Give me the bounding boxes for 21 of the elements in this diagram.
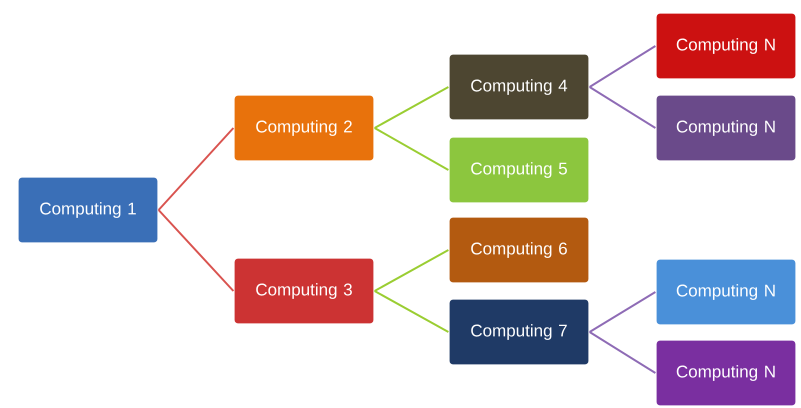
connector-line — [374, 290, 449, 333]
connector-line — [374, 86, 449, 129]
connector-line — [374, 249, 449, 292]
process-box: Computing 6 — [448, 216, 590, 284]
process-box: Computing N — [655, 12, 797, 80]
process-box: Computing 5 — [448, 136, 590, 204]
process-box: Computing N — [655, 258, 797, 326]
connector-line — [589, 45, 656, 88]
process-box: Computing N — [655, 339, 797, 407]
connector-line — [158, 127, 234, 211]
process-box: Computing 1 — [17, 176, 159, 244]
connector-line — [589, 86, 656, 129]
connector-line — [374, 127, 449, 171]
connector-line — [589, 291, 656, 333]
process-box: Computing 7 — [448, 298, 590, 366]
process-box: Computing 4 — [448, 53, 590, 121]
process-box: Computing 3 — [233, 257, 375, 325]
process-box: Computing 2 — [233, 94, 375, 162]
connector-line — [158, 209, 234, 292]
process-box: Computing N — [655, 94, 797, 162]
connector-line — [589, 331, 656, 374]
